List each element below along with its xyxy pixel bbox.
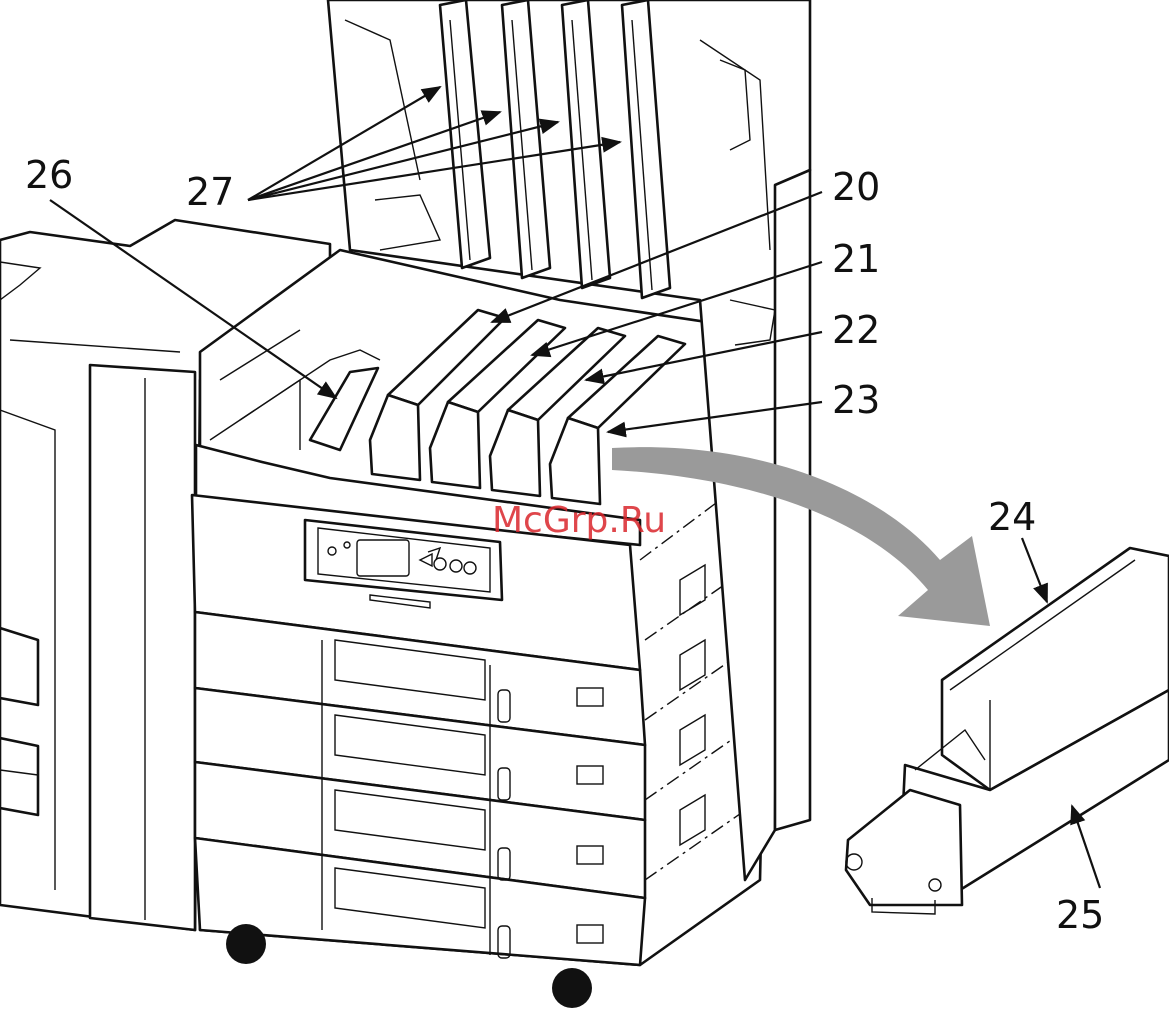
removed-drum-assembly xyxy=(846,548,1169,914)
callout-23: 23 xyxy=(832,378,880,422)
paper-trays xyxy=(195,612,645,965)
caster-wheel xyxy=(552,968,592,1008)
printer-body xyxy=(192,250,770,1008)
callout-24: 24 xyxy=(988,495,1036,539)
callout-27: 27 xyxy=(186,170,234,214)
callout-26: 26 xyxy=(25,153,73,197)
watermark: McGrp.Ru xyxy=(492,500,666,541)
callout-21: 21 xyxy=(832,237,880,281)
caster-wheel xyxy=(226,924,266,964)
callout-20: 20 xyxy=(832,165,880,209)
callout-25: 25 xyxy=(1056,893,1104,937)
callout-22: 22 xyxy=(832,308,880,352)
